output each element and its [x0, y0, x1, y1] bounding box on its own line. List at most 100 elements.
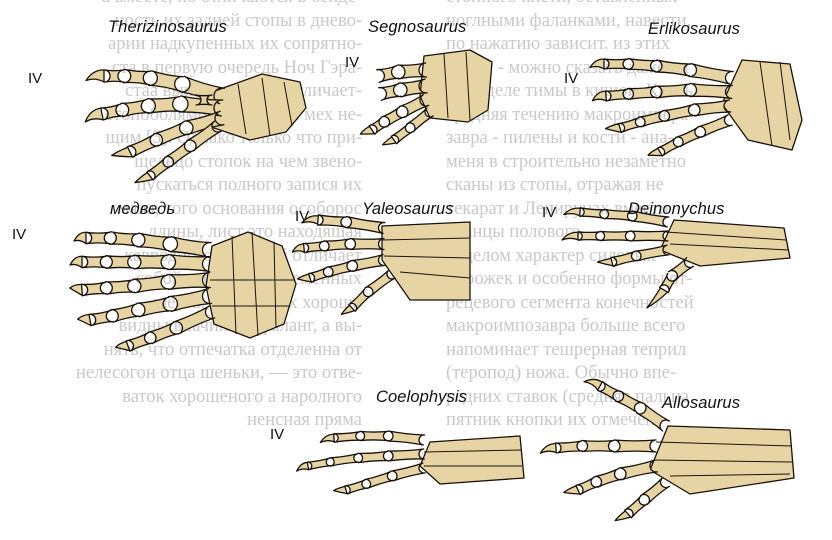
claw [590, 59, 604, 69]
bone-segment [379, 84, 402, 101]
therizinosaurus-foot-drawing [85, 69, 306, 182]
bone-segment [556, 441, 583, 453]
bone-segment [149, 71, 184, 91]
claw [647, 288, 668, 308]
bone-segment [387, 431, 424, 445]
bone-segment [580, 208, 605, 218]
coelophysis-digit-label: IV [270, 426, 284, 443]
bone-segment [329, 454, 358, 466]
bone-segment [173, 306, 214, 334]
claw [116, 341, 130, 350]
bone-segment [365, 472, 394, 489]
bone-segment [134, 255, 168, 269]
bone-segment [690, 84, 733, 99]
bone-segment [628, 59, 657, 72]
bear-foot-drawing [70, 232, 296, 351]
bone-segment [582, 440, 614, 451]
bone-segment [334, 432, 361, 442]
bone-segment [377, 66, 400, 83]
claw [606, 124, 622, 133]
coelophysis-label: Coelophysis [376, 388, 467, 407]
bone-segment [698, 115, 732, 137]
claw [85, 108, 103, 122]
claw [298, 274, 312, 282]
claw [297, 462, 309, 471]
claw [598, 258, 613, 265]
claw [562, 232, 578, 240]
therizinosaurus-digit-label: IV [28, 70, 42, 87]
bone-segment [655, 60, 690, 76]
metatarsal-block [382, 222, 470, 300]
bone-segment [689, 64, 733, 85]
bone-segment [663, 105, 695, 122]
bone-segment [89, 310, 113, 325]
bone-segment [86, 232, 110, 243]
bone-segment [148, 97, 181, 114]
claw [135, 172, 153, 182]
bone-segment [137, 297, 172, 317]
deinonychus-foot-drawing [562, 208, 790, 308]
bone-segment [365, 270, 395, 296]
bone-segment [309, 268, 330, 283]
bone-segment [345, 217, 385, 234]
erlikosaurus-foot-drawing [590, 59, 802, 156]
claw [592, 91, 606, 101]
tarsal-block [206, 232, 296, 338]
bone-segment [304, 241, 325, 252]
bone-segment [381, 107, 404, 127]
bone-segment [639, 111, 665, 127]
claw [648, 148, 662, 155]
bone-segment [358, 451, 389, 462]
bone-segment [168, 273, 211, 290]
bone-segment [615, 391, 642, 413]
bone-segment [318, 215, 347, 227]
claw [292, 244, 304, 252]
segnosaurus-label: Segnosaurus [368, 18, 466, 37]
bone-segment [82, 282, 107, 295]
bone-segment [600, 231, 630, 240]
bone-segment [133, 275, 169, 293]
bone-segment [110, 232, 139, 247]
bone-segment [345, 480, 367, 494]
bone-segment [641, 478, 670, 505]
claw [112, 147, 132, 157]
segnosaurus-foot-drawing [360, 50, 492, 145]
claw [70, 284, 83, 295]
bear-digit-label: IV [12, 226, 26, 243]
bone-segment [606, 89, 629, 101]
bone-segment [106, 256, 134, 269]
bone-segment [169, 237, 211, 258]
bone-segment [148, 322, 178, 343]
bone-segment [619, 118, 642, 133]
deinonychus-label: Deinonychus [628, 200, 725, 219]
bone-segment [388, 449, 425, 461]
bone-segment [121, 99, 149, 116]
bone-segment [656, 84, 691, 98]
bone-segment [327, 261, 353, 277]
claw [564, 486, 580, 494]
yaleosaurus-digit-label: IV [295, 208, 309, 225]
claw [78, 314, 91, 325]
allosaurus-label: Allosaurus [662, 394, 740, 413]
claw [70, 256, 82, 267]
claw [320, 434, 334, 442]
bone-segment [106, 280, 135, 295]
bone-segment [128, 135, 159, 158]
claw [74, 232, 86, 243]
yaleosaurus-label: Yaleosaurus [362, 200, 454, 219]
bone-segment [168, 255, 211, 272]
therizinosaurus-label: Therizinosaurus [108, 18, 227, 37]
bone-segment [324, 239, 351, 251]
claw [615, 511, 631, 521]
bone-segment [635, 245, 669, 261]
erlikosaurus-label: Erlikosaurus [648, 20, 740, 39]
claw [540, 444, 556, 454]
coelophysis-foot-drawing [297, 431, 524, 494]
claw [86, 70, 104, 82]
bone-segment [630, 231, 668, 241]
claw [360, 126, 374, 134]
metatarsal-block [660, 220, 790, 266]
claw [584, 379, 602, 389]
bone-segment [614, 440, 656, 452]
